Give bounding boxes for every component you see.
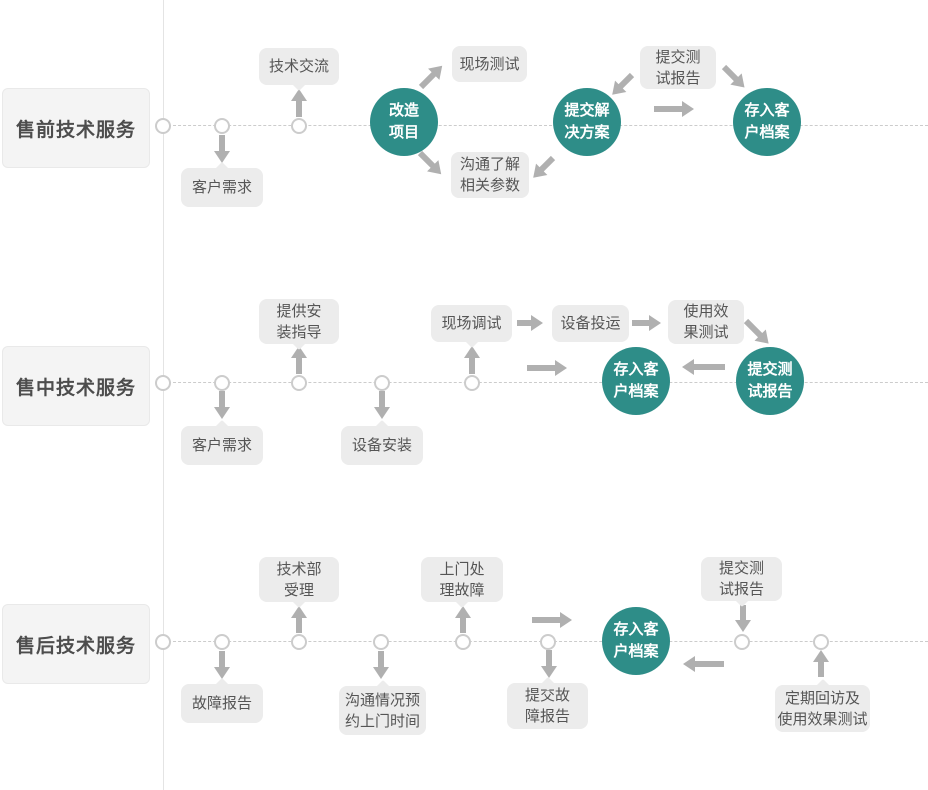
bubble-onsite-commissioning: 现场调试 <box>431 305 512 342</box>
bubble-install-guidance: 提供安 装指导 <box>259 299 339 344</box>
bubble-submit-test-report: 提交测 试报告 <box>640 46 716 89</box>
bubble-onsite-fault-handling: 上门处 理故障 <box>421 557 503 602</box>
bubble-equipment-operation: 设备投运 <box>552 305 629 342</box>
timeline-node <box>540 634 556 650</box>
bubble-tech-dept-accept: 技术部 受理 <box>259 557 339 602</box>
timeline-node <box>214 118 230 134</box>
timeline-node <box>155 118 171 134</box>
milestone-archive-customer-file: 存入客 户档案 <box>602 607 670 675</box>
arrow-down-left <box>612 75 632 95</box>
bubble-tech-exchange: 技术交流 <box>259 48 339 85</box>
bubble-usage-effect-test: 使用效 果测试 <box>668 300 744 344</box>
timeline-node <box>813 634 829 650</box>
bubble-onsite-test: 现场测试 <box>452 46 527 82</box>
milestone-submit-test-report: 提交测 试报告 <box>736 347 804 415</box>
timeline-node <box>214 375 230 391</box>
bubble-submit-test-report: 提交测 试报告 <box>701 557 782 601</box>
bubble-schedule-visit-time: 沟通情况预 约上门时间 <box>339 686 426 735</box>
timeline-node <box>373 634 389 650</box>
milestone-archive-customer-file: 存入客 户档案 <box>602 347 670 415</box>
lane-label-presales: 售前技术服务 <box>2 88 150 168</box>
timeline-presales <box>163 125 928 126</box>
timeline-node <box>291 375 307 391</box>
milestone-renovation-project: 改造 项目 <box>370 88 438 156</box>
arrow-up-right <box>421 66 442 87</box>
lane-label-aftersales: 售后技术服务 <box>2 604 150 684</box>
bubble-communicate-params: 沟通了解 相关参数 <box>451 152 529 198</box>
bubble-regular-followup-test: 定期回访及 使用效果测试 <box>775 685 870 732</box>
arrow-down-left <box>533 158 553 178</box>
timeline-node <box>155 375 171 391</box>
timeline-node <box>291 634 307 650</box>
bubble-customer-needs: 客户需求 <box>181 426 263 465</box>
lane-label-insales: 售中技术服务 <box>2 346 150 426</box>
timeline-node <box>734 634 750 650</box>
arrow-down-right <box>420 153 441 174</box>
timeline-node <box>291 118 307 134</box>
milestone-submit-solution: 提交解 决方案 <box>553 88 621 156</box>
arrow-down-right <box>746 321 769 344</box>
timeline-node <box>455 634 471 650</box>
bubble-customer-needs: 客户需求 <box>181 168 263 207</box>
bubble-equipment-install: 设备安装 <box>341 426 423 465</box>
timeline-node <box>155 634 171 650</box>
timeline-node <box>214 634 230 650</box>
vertical-axis-line <box>163 0 164 790</box>
bubble-fault-report: 故障报告 <box>181 684 263 723</box>
arrow-down-right <box>724 67 745 88</box>
timeline-insales <box>163 382 928 383</box>
timeline-node <box>374 375 390 391</box>
milestone-archive-customer-file: 存入客 户档案 <box>733 88 801 156</box>
timeline-node <box>464 375 480 391</box>
bubble-submit-fault-report: 提交故 障报告 <box>507 683 588 729</box>
